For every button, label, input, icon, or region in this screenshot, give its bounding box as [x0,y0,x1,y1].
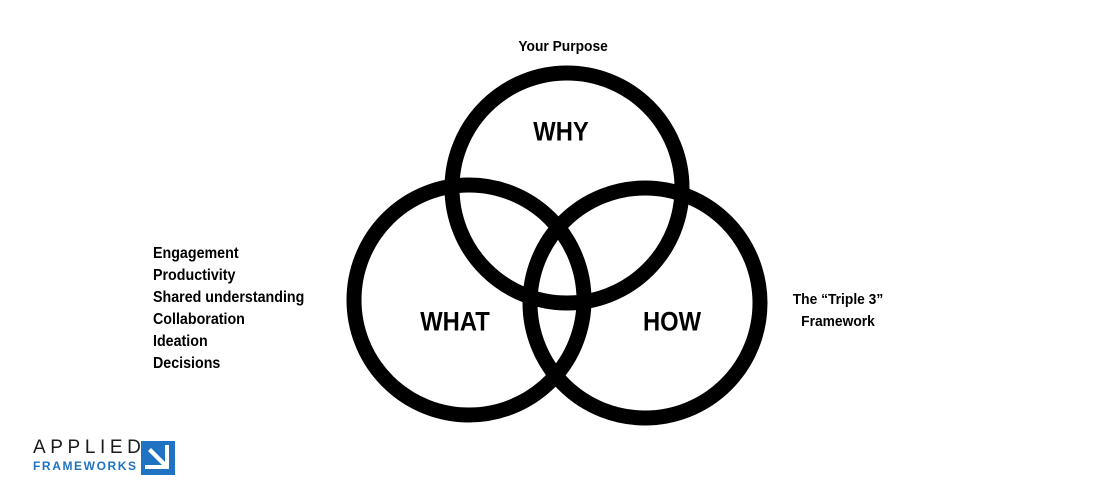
list-item: Decisions [153,355,221,372]
what-label: WHAT [420,306,490,337]
how-label: HOW [642,306,702,337]
list-item: Ideation [153,333,208,350]
applied-frameworks-logo: APPLIED FRAMEWORKS [33,438,183,478]
logo-bottom-text: FRAMEWORKS [33,459,138,473]
how-circle [522,180,768,426]
list-item: Engagement [153,245,239,262]
framework-caption: The “Triple 3” Framework [783,289,893,333]
framework-caption-line1: The “Triple 3” [792,291,884,308]
why-label: WHY [533,116,589,147]
framework-caption-line2: Framework [801,313,875,330]
list-item: Collaboration [153,311,245,328]
list-item: Productivity [153,267,236,284]
list-item: Shared understanding [153,289,305,306]
outcomes-list: Engagement Productivity Shared understan… [153,243,304,375]
top-caption: Your Purpose [518,38,608,55]
what-circle [346,177,592,423]
logo-top-text: APPLIED [33,437,146,458]
logo-mark-icon [141,441,175,475]
